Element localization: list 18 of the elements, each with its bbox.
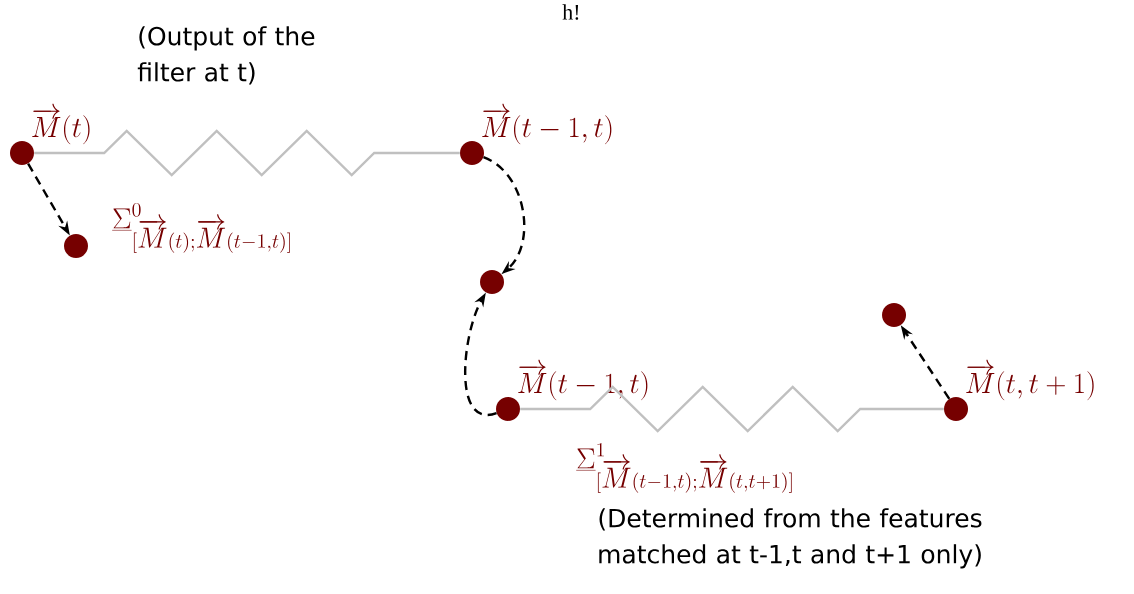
caption-text: (Output of the filter at t) [137,26,315,85]
sigma-formula: $\underline{\Sigma}^{0}_{[\overrightarrow{M}(t);\overrightarrow{M}(t-1,t)]}$ [112,202,290,253]
note-text: h! [562,4,579,20]
node-label: $\overrightarrow{M}(t,t+1)$ [966,359,1094,401]
point-dot [64,234,88,258]
labelled-point: $\overrightarrow{M}(t-1,t)$ [496,359,648,421]
node-label: $\overrightarrow{M}(t-1,t)$ [482,103,612,145]
labelled-point: $\overrightarrow{M}(t,t+1)$ [944,359,1094,421]
sigma-formula: $\underline{\Sigma}^{1}_{[\overrightarrow{M}(t-1,t);\overrightarrow{M}(t,t+1)]}$ [576,442,792,493]
point-dot [480,270,504,294]
caption-text: (Determined from the features matched at t-1,t and t+1 only) [599,508,982,569]
labelled-point: $\overrightarrow{M}(t)$ [10,103,90,165]
spring-line [34,129,460,177]
spring-line [520,385,944,433]
node-label: $\overrightarrow{M}(t)$ [32,103,90,145]
point-dot [882,303,906,327]
node-label: $\overrightarrow{M}(t-1,t)$ [518,359,648,401]
labelled-point: $\overrightarrow{M}(t-1,t)$ [460,103,612,165]
